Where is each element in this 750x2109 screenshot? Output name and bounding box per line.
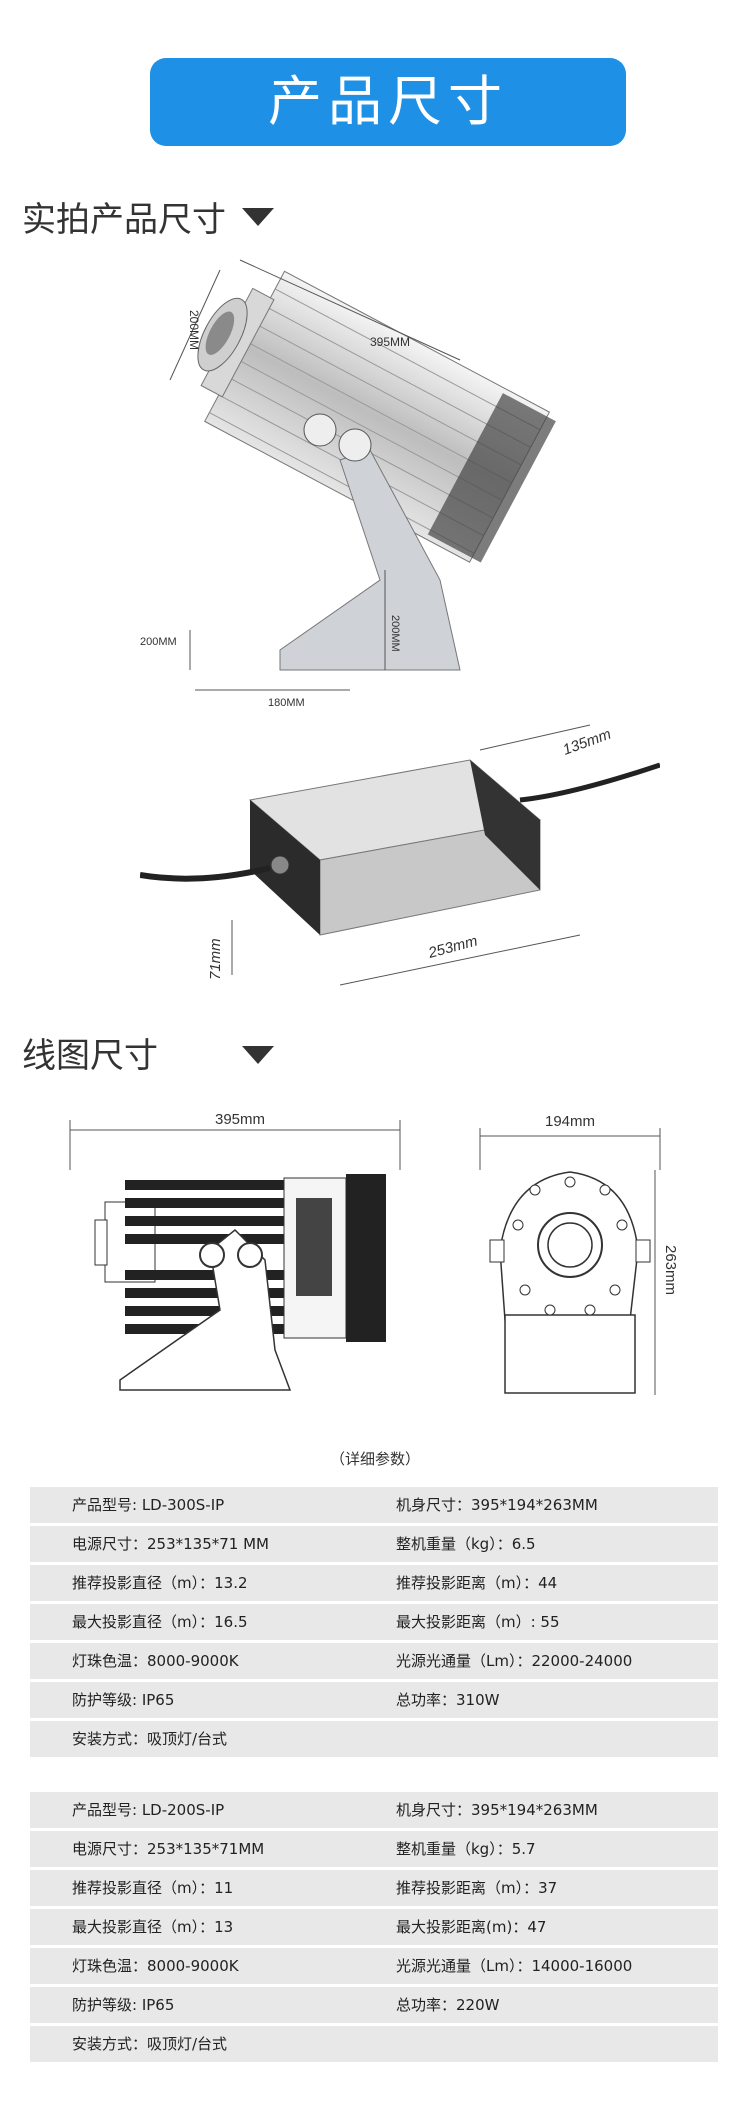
- spec-cell: 光源光通量（Lm）：14000-16000: [396, 1957, 633, 1975]
- photo-section-title: 实拍产品尺寸: [22, 200, 226, 240]
- table-row: 推荐投影直径（m）：11 推荐投影距离（m）：37: [30, 1870, 718, 1906]
- power-supply-photo: 135mm 71mm 253mm: [140, 724, 660, 986]
- spec-cell: 防护等级: IP65: [72, 1996, 175, 2014]
- table-row: 推荐投影直径（m）：13.2 推荐投影距离（m）：44: [30, 1565, 718, 1601]
- table-row: 产品型号: LD-200S-IP 机身尺寸：395*194*263MM: [30, 1792, 718, 1828]
- table-row: 电源尺寸：253*135*71MM 整机重量（kg）：5.7: [30, 1831, 718, 1867]
- table-row: 最大投影直径（m）：16.5 最大投影距离（m）: 55: [30, 1604, 718, 1640]
- spec-cell: 推荐投影距离（m）：44: [396, 1574, 558, 1592]
- table-row: 防护等级: IP65 总功率：220W: [30, 1987, 718, 2023]
- spec-cell: 整机重量（kg）：6.5: [396, 1535, 536, 1553]
- triangle-down-icon: [242, 207, 274, 226]
- line-section-heading: 线图尺寸: [22, 1028, 158, 1077]
- photo-dim-base-width: 180MM: [268, 697, 305, 709]
- photo-dim-base-height: 200MM: [140, 636, 177, 648]
- table-row: 灯珠色温：8000-9000K 光源光通量（Lm）：22000-24000: [30, 1643, 718, 1679]
- spec-cell: 安装方式：吸顶灯/台式: [72, 1730, 228, 1748]
- side-view-drawing: 395mm: [69, 1111, 401, 1391]
- spec-cell: 推荐投影距离（m）：37: [396, 1879, 558, 1897]
- table-row: 灯珠色温：8000-9000K 光源光通量（Lm）：14000-16000: [30, 1948, 718, 1984]
- spec-cell: 推荐投影直径（m）：13.2: [72, 1574, 248, 1592]
- front-dim-height: 263mm: [662, 1245, 679, 1295]
- table-row: 电源尺寸：253*135*71 MM 整机重量（kg）：6.5: [30, 1526, 718, 1562]
- table-row: 防护等级: IP65 总功率：310W: [30, 1682, 718, 1718]
- spec-cell: 推荐投影直径（m）：11: [72, 1879, 234, 1897]
- spec-table-200s: 产品型号: LD-200S-IP 机身尺寸：395*194*263MM 电源尺寸：…: [30, 1792, 718, 2065]
- spec-cell: 产品型号: LD-200S-IP: [72, 1801, 225, 1819]
- psu-dim-height: 71mm: [207, 938, 224, 980]
- spec-cell: 灯珠色温：8000-9000K: [72, 1957, 239, 1975]
- spec-cell: 光源光通量（Lm）：22000-24000: [396, 1652, 633, 1670]
- spec-cell: 最大投影距离(m)：47: [396, 1918, 547, 1936]
- spec-cell: 防护等级: IP65: [72, 1691, 175, 1709]
- spec-cell: 电源尺寸：253*135*71MM: [72, 1840, 265, 1858]
- line-section-title: 线图尺寸: [22, 1036, 158, 1076]
- spec-cell: 总功率：310W: [396, 1691, 500, 1709]
- photo-dim-diameter: 200MM: [187, 310, 201, 350]
- spec-cell: 最大投影直径（m）：16.5: [72, 1613, 248, 1631]
- spec-cell: 总功率：220W: [396, 1996, 500, 2014]
- side-dim-length: 395mm: [215, 1111, 265, 1128]
- photo-dim-rear-height: 200MM: [389, 615, 401, 652]
- triangle-down-icon: [242, 1046, 274, 1064]
- spec-table-300s: 产品型号: LD-300S-IP 机身尺寸：395*194*263MM 电源尺寸：…: [30, 1487, 718, 1760]
- spec-cell: 最大投影距离（m）: 55: [396, 1613, 560, 1631]
- table-row: 安装方式：吸顶灯/台式: [30, 2026, 718, 2062]
- photo-section-heading: 实拍产品尺寸: [22, 192, 274, 241]
- spec-cell: 灯珠色温：8000-9000K: [72, 1652, 239, 1670]
- psu-dim-depth: 135mm: [561, 726, 614, 759]
- photo-dim-length: 395MM: [370, 335, 410, 349]
- spec-cell: 整机重量（kg）：5.7: [396, 1840, 536, 1858]
- spec-cell: 最大投影直径（m）：13: [72, 1918, 234, 1936]
- spec-cell: 电源尺寸：253*135*71 MM: [72, 1535, 270, 1553]
- spec-cell: 安装方式：吸顶灯/台式: [72, 2035, 228, 2053]
- front-dim-width: 194mm: [545, 1113, 595, 1130]
- section-banner: 产品尺寸: [150, 58, 626, 146]
- table-row: 最大投影直径（m）：13 最大投影距离(m)：47: [30, 1909, 718, 1945]
- spec-cell: 机身尺寸：395*194*263MM: [396, 1496, 598, 1514]
- spec-cell: 产品型号: LD-300S-IP: [72, 1496, 225, 1514]
- table-row: 产品型号: LD-300S-IP 机身尺寸：395*194*263MM: [30, 1487, 718, 1523]
- projector-photo: 395MM 200MM 200MM 200MM 180MM: [140, 259, 556, 709]
- front-view-drawing: 194mm 263mm: [479, 1113, 679, 1395]
- table-row: 安装方式：吸顶灯/台式: [30, 1721, 718, 1757]
- detail-params-title: （详细参数）: [329, 1450, 420, 1468]
- spec-cell: 机身尺寸：395*194*263MM: [396, 1801, 598, 1819]
